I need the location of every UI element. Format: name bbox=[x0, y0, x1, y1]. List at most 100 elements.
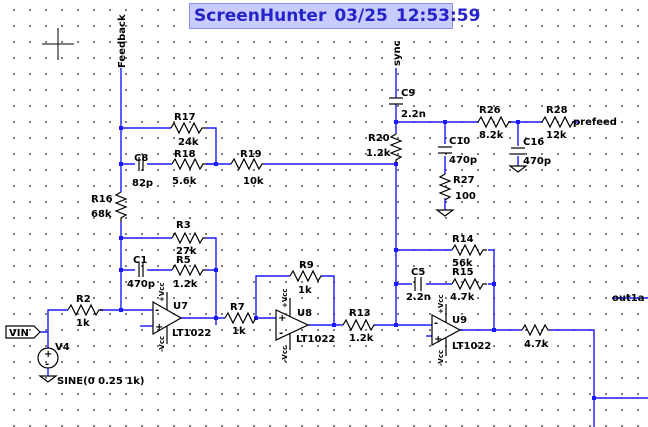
U8-part: LT1022 bbox=[296, 334, 335, 345]
R7-label: R7 bbox=[230, 302, 245, 313]
R7-value: 1k bbox=[232, 326, 246, 337]
resistor-R14[interactable]: R14 56k bbox=[451, 234, 487, 269]
resistor-Rout[interactable]: 4.7k bbox=[521, 323, 550, 350]
U9-label: U9 bbox=[452, 315, 467, 326]
R18-value: 5.6k bbox=[172, 176, 197, 187]
net-out1a-label: out1a bbox=[612, 293, 644, 304]
U9-minus-icon: - bbox=[434, 318, 438, 329]
R2-value: 1k bbox=[76, 318, 90, 329]
R13-value: 1.2k bbox=[349, 333, 374, 344]
banner-time: 12:53:59 bbox=[395, 6, 481, 26]
R5-label: R5 bbox=[176, 255, 191, 266]
U7-minus-icon: - bbox=[155, 305, 159, 316]
net-feedback-label: Feedback bbox=[117, 14, 128, 68]
U8-neg-supply: -Vcc bbox=[281, 346, 289, 362]
Rout-value: 4.7k bbox=[524, 339, 549, 350]
U9-pos-supply: +Vcc bbox=[437, 294, 445, 314]
vin-label: VIN bbox=[9, 328, 29, 339]
U7-label: U7 bbox=[173, 301, 188, 312]
R3-label: R3 bbox=[176, 220, 191, 231]
crosshair-cursor-icon bbox=[42, 28, 74, 60]
R14-value: 56k bbox=[452, 258, 473, 269]
voltage-source-V4[interactable]: + - V4 SINE(0 0.25 1k) bbox=[37, 342, 144, 387]
U8-plus-icon: + bbox=[278, 313, 286, 324]
R2-label: R2 bbox=[76, 294, 91, 305]
C1-value: 470p bbox=[127, 279, 155, 290]
capacitor-C1[interactable]: C1 470p bbox=[127, 255, 155, 290]
resistor-R27[interactable]: R27 100 bbox=[438, 173, 476, 202]
R17-label: R17 bbox=[174, 112, 196, 123]
R15-value: 4.7k bbox=[450, 292, 475, 303]
source-minus-icon: - bbox=[45, 359, 49, 370]
R20-label: R20 bbox=[368, 133, 390, 144]
banner-app: ScreenHunter bbox=[194, 6, 327, 26]
junctions bbox=[119, 120, 596, 400]
resistor-R5[interactable]: R5 1.2k bbox=[171, 255, 206, 290]
U8-label: U8 bbox=[297, 308, 312, 319]
resistor-R13[interactable]: R13 1.2k bbox=[342, 308, 375, 344]
U9-plus-icon: + bbox=[434, 334, 442, 345]
R28-value: 12k bbox=[546, 130, 567, 141]
R15-label: R15 bbox=[452, 267, 474, 278]
resistor-R18[interactable]: R18 5.6k bbox=[171, 149, 206, 187]
R9-value: 1k bbox=[298, 285, 312, 296]
U7-part: LT1022 bbox=[172, 328, 211, 339]
U8-minus-icon: - bbox=[279, 328, 283, 339]
opamp-U7[interactable]: - + U7 LT1022 +Vcc -Vcc bbox=[152, 282, 211, 352]
net-prefeed-label: prefeed bbox=[573, 117, 617, 128]
C16-label: C16 bbox=[523, 137, 544, 148]
capacitor-C10[interactable]: C10 470p bbox=[438, 136, 477, 166]
U9-part: LT1022 bbox=[452, 341, 491, 352]
resistor-R20[interactable]: R20 1.2k bbox=[366, 133, 403, 163]
C8-value: 82p bbox=[132, 178, 153, 189]
R26-value: 8.2k bbox=[479, 130, 504, 141]
U7-pos-supply: +Vcc bbox=[158, 282, 166, 302]
R5-value: 1.2k bbox=[173, 279, 198, 290]
C10-value: 470p bbox=[449, 155, 477, 166]
resistor-R9[interactable]: R9 1k bbox=[289, 260, 322, 296]
net-sync-label: sync bbox=[392, 40, 403, 66]
R16-value: 68k bbox=[91, 209, 112, 220]
V4-spec: SINE(0 0.25 1k) bbox=[57, 376, 144, 387]
R9-label: R9 bbox=[299, 260, 314, 271]
resistor-R19[interactable]: R19 10k bbox=[230, 149, 264, 187]
R20-value: 1.2k bbox=[366, 148, 391, 159]
resistor-R15[interactable]: R15 4.7k bbox=[450, 267, 487, 303]
capacitor-C16[interactable]: C16 470p bbox=[511, 137, 551, 167]
R26-label: R26 bbox=[479, 105, 501, 116]
resistor-R26[interactable]: R26 8.2k bbox=[477, 105, 511, 141]
U8-pos-supply: +Vcc bbox=[281, 288, 289, 308]
C1-label: C1 bbox=[133, 255, 147, 266]
resistor-R2[interactable]: R2 1k bbox=[67, 294, 103, 329]
C16-value: 470p bbox=[523, 156, 551, 167]
resistor-R7[interactable]: R7 1k bbox=[224, 302, 257, 337]
vin-port[interactable]: VIN bbox=[5, 325, 41, 339]
resistor-R3[interactable]: R3 27k bbox=[171, 220, 206, 257]
R19-label: R19 bbox=[240, 149, 262, 160]
resistor-R16[interactable]: R16 68k bbox=[91, 191, 128, 222]
R3-value: 27k bbox=[176, 246, 197, 257]
capacitor-C5[interactable]: C5 2.2n bbox=[406, 267, 431, 303]
C9-label: C9 bbox=[401, 88, 415, 99]
R18-label: R18 bbox=[174, 149, 196, 160]
R27-label: R27 bbox=[453, 175, 475, 186]
opamp-U8[interactable]: + - U8 LT1022 +Vcc -Vcc bbox=[275, 288, 335, 362]
C5-label: C5 bbox=[411, 267, 425, 278]
R27-value: 100 bbox=[455, 191, 476, 202]
V4-label: V4 bbox=[55, 342, 70, 353]
capacitor-C9[interactable]: C9 2.2n bbox=[389, 88, 426, 120]
U7-neg-supply: -Vcc bbox=[158, 336, 166, 352]
capacitor-C8[interactable]: C8 82p bbox=[132, 153, 153, 189]
U9-neg-supply: -Vcc bbox=[437, 350, 445, 366]
resistor-R17[interactable]: R17 24k bbox=[170, 112, 206, 148]
R19-value: 10k bbox=[243, 176, 264, 187]
R16-label: R16 bbox=[91, 194, 113, 205]
resistor-R28[interactable]: R28 12k bbox=[541, 105, 575, 141]
opamp-U9[interactable]: - + U9 LT1022 +Vcc -Vcc bbox=[431, 294, 491, 366]
R28-label: R28 bbox=[546, 105, 568, 116]
C9-value: 2.2n bbox=[401, 109, 426, 120]
C5-value: 2.2n bbox=[406, 292, 431, 303]
